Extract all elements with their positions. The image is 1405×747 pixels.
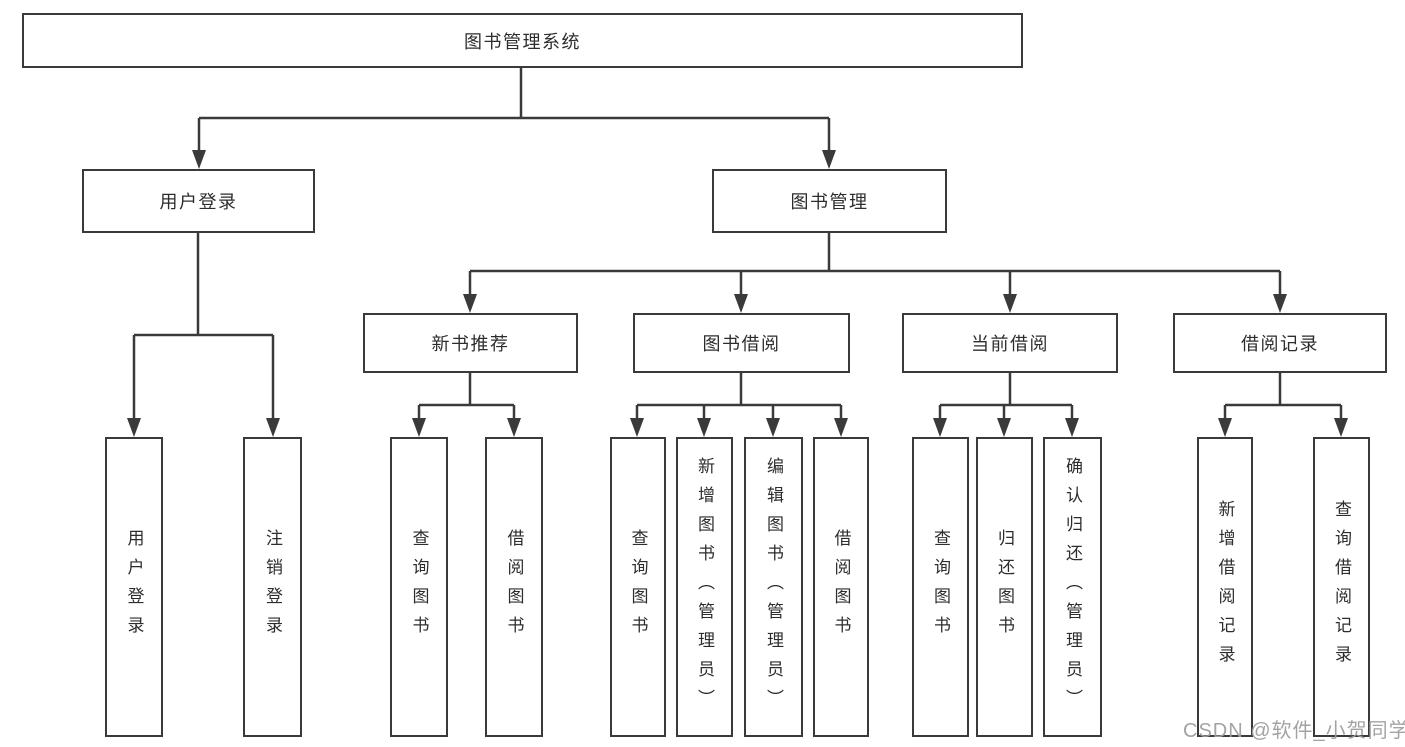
arrow-down-icon	[933, 418, 947, 437]
node-leaf-newbooks-query: 查询图书	[390, 437, 448, 737]
node-label: 查询图书	[409, 529, 429, 645]
edge-borrow-records-to-leaves	[1223, 373, 1343, 421]
csdn-watermark: CSDN @软件_小贺同学	[1183, 720, 1405, 742]
node-label: 归还图书	[995, 529, 1014, 645]
node-leaf-records-add: 新增借阅记录	[1197, 437, 1253, 737]
node-label: 借阅图书	[504, 529, 524, 645]
arrow-down-icon	[266, 418, 280, 437]
arrow-down-icon	[822, 150, 836, 169]
node-leaf-current-query: 查询图书	[912, 437, 969, 737]
arrow-down-icon	[463, 294, 477, 313]
node-label: 当前借阅	[971, 334, 1049, 354]
node-label: 查询图书	[628, 529, 648, 645]
arrow-down-icon	[734, 294, 748, 313]
node-label: 图书管理	[790, 192, 869, 212]
arrow-down-icon	[1273, 294, 1287, 313]
node-label: 借阅图书	[831, 529, 851, 645]
edge-root-to-level2	[197, 68, 831, 152]
node-label: 新增图书（管理员）	[695, 456, 714, 718]
node-user-login: 用户登录	[82, 169, 315, 233]
node-new-books: 新书推荐	[363, 313, 578, 373]
arrow-down-icon	[630, 418, 644, 437]
node-label: 注销登录	[263, 529, 282, 645]
arrow-down-icon	[507, 418, 521, 437]
edge-user-login-to-leaves	[132, 233, 275, 421]
node-leaf-records-query: 查询借阅记录	[1313, 437, 1370, 737]
node-label: 借阅记录	[1241, 334, 1319, 354]
node-leaf-borrow-borrow: 借阅图书	[813, 437, 869, 737]
arrow-down-icon	[997, 418, 1011, 437]
node-borrow-records: 借阅记录	[1173, 313, 1387, 373]
edge-new-books-to-leaves	[417, 373, 516, 421]
arrow-down-icon	[412, 418, 426, 437]
arrow-down-icon	[192, 150, 206, 169]
arrow-down-icon	[766, 418, 780, 437]
edge-book-mgmt-to-level3	[468, 233, 1282, 297]
node-label: 确认归还（管理员）	[1063, 456, 1082, 718]
node-label: 查询借阅记录	[1332, 500, 1351, 674]
node-current-borrow: 当前借阅	[902, 313, 1118, 373]
node-label: 用户登录	[159, 192, 238, 212]
arrow-down-icon	[1334, 418, 1348, 437]
node-book-borrow: 图书借阅	[633, 313, 850, 373]
node-label: 新书推荐	[431, 334, 510, 354]
node-leaf-current-confirm: 确认归还（管理员）	[1043, 437, 1102, 737]
node-label: 查询图书	[931, 529, 950, 645]
node-leaf-borrow-add: 新增图书（管理员）	[676, 437, 733, 737]
node-label: 新增借阅记录	[1215, 500, 1235, 674]
node-label: 用户登录	[124, 529, 144, 645]
arrow-down-icon	[1003, 294, 1017, 313]
arrow-down-icon	[697, 418, 711, 437]
connector-paths	[132, 68, 1343, 421]
node-leaf-user-login: 用户登录	[105, 437, 163, 737]
node-leaf-logout: 注销登录	[243, 437, 302, 737]
arrow-down-icon	[834, 418, 848, 437]
edge-current-borrow-to-leaves	[938, 373, 1074, 421]
node-book-mgmt: 图书管理	[712, 169, 947, 233]
arrowhead-icons	[127, 150, 1348, 437]
node-leaf-current-return: 归还图书	[976, 437, 1033, 737]
node-leaf-borrow-query: 查询图书	[610, 437, 666, 737]
node-leaf-newbooks-borrow: 借阅图书	[485, 437, 543, 737]
arrow-down-icon	[127, 418, 141, 437]
node-label: 图书管理系统	[464, 31, 581, 52]
arrow-down-icon	[1218, 418, 1232, 437]
node-root: 图书管理系统	[22, 13, 1023, 68]
arrow-down-icon	[1065, 418, 1079, 437]
node-leaf-borrow-edit: 编辑图书（管理员）	[744, 437, 803, 737]
node-label: 编辑图书（管理员）	[764, 456, 783, 718]
node-label: 图书借阅	[702, 334, 781, 354]
edge-book-borrow-to-leaves	[635, 373, 843, 421]
